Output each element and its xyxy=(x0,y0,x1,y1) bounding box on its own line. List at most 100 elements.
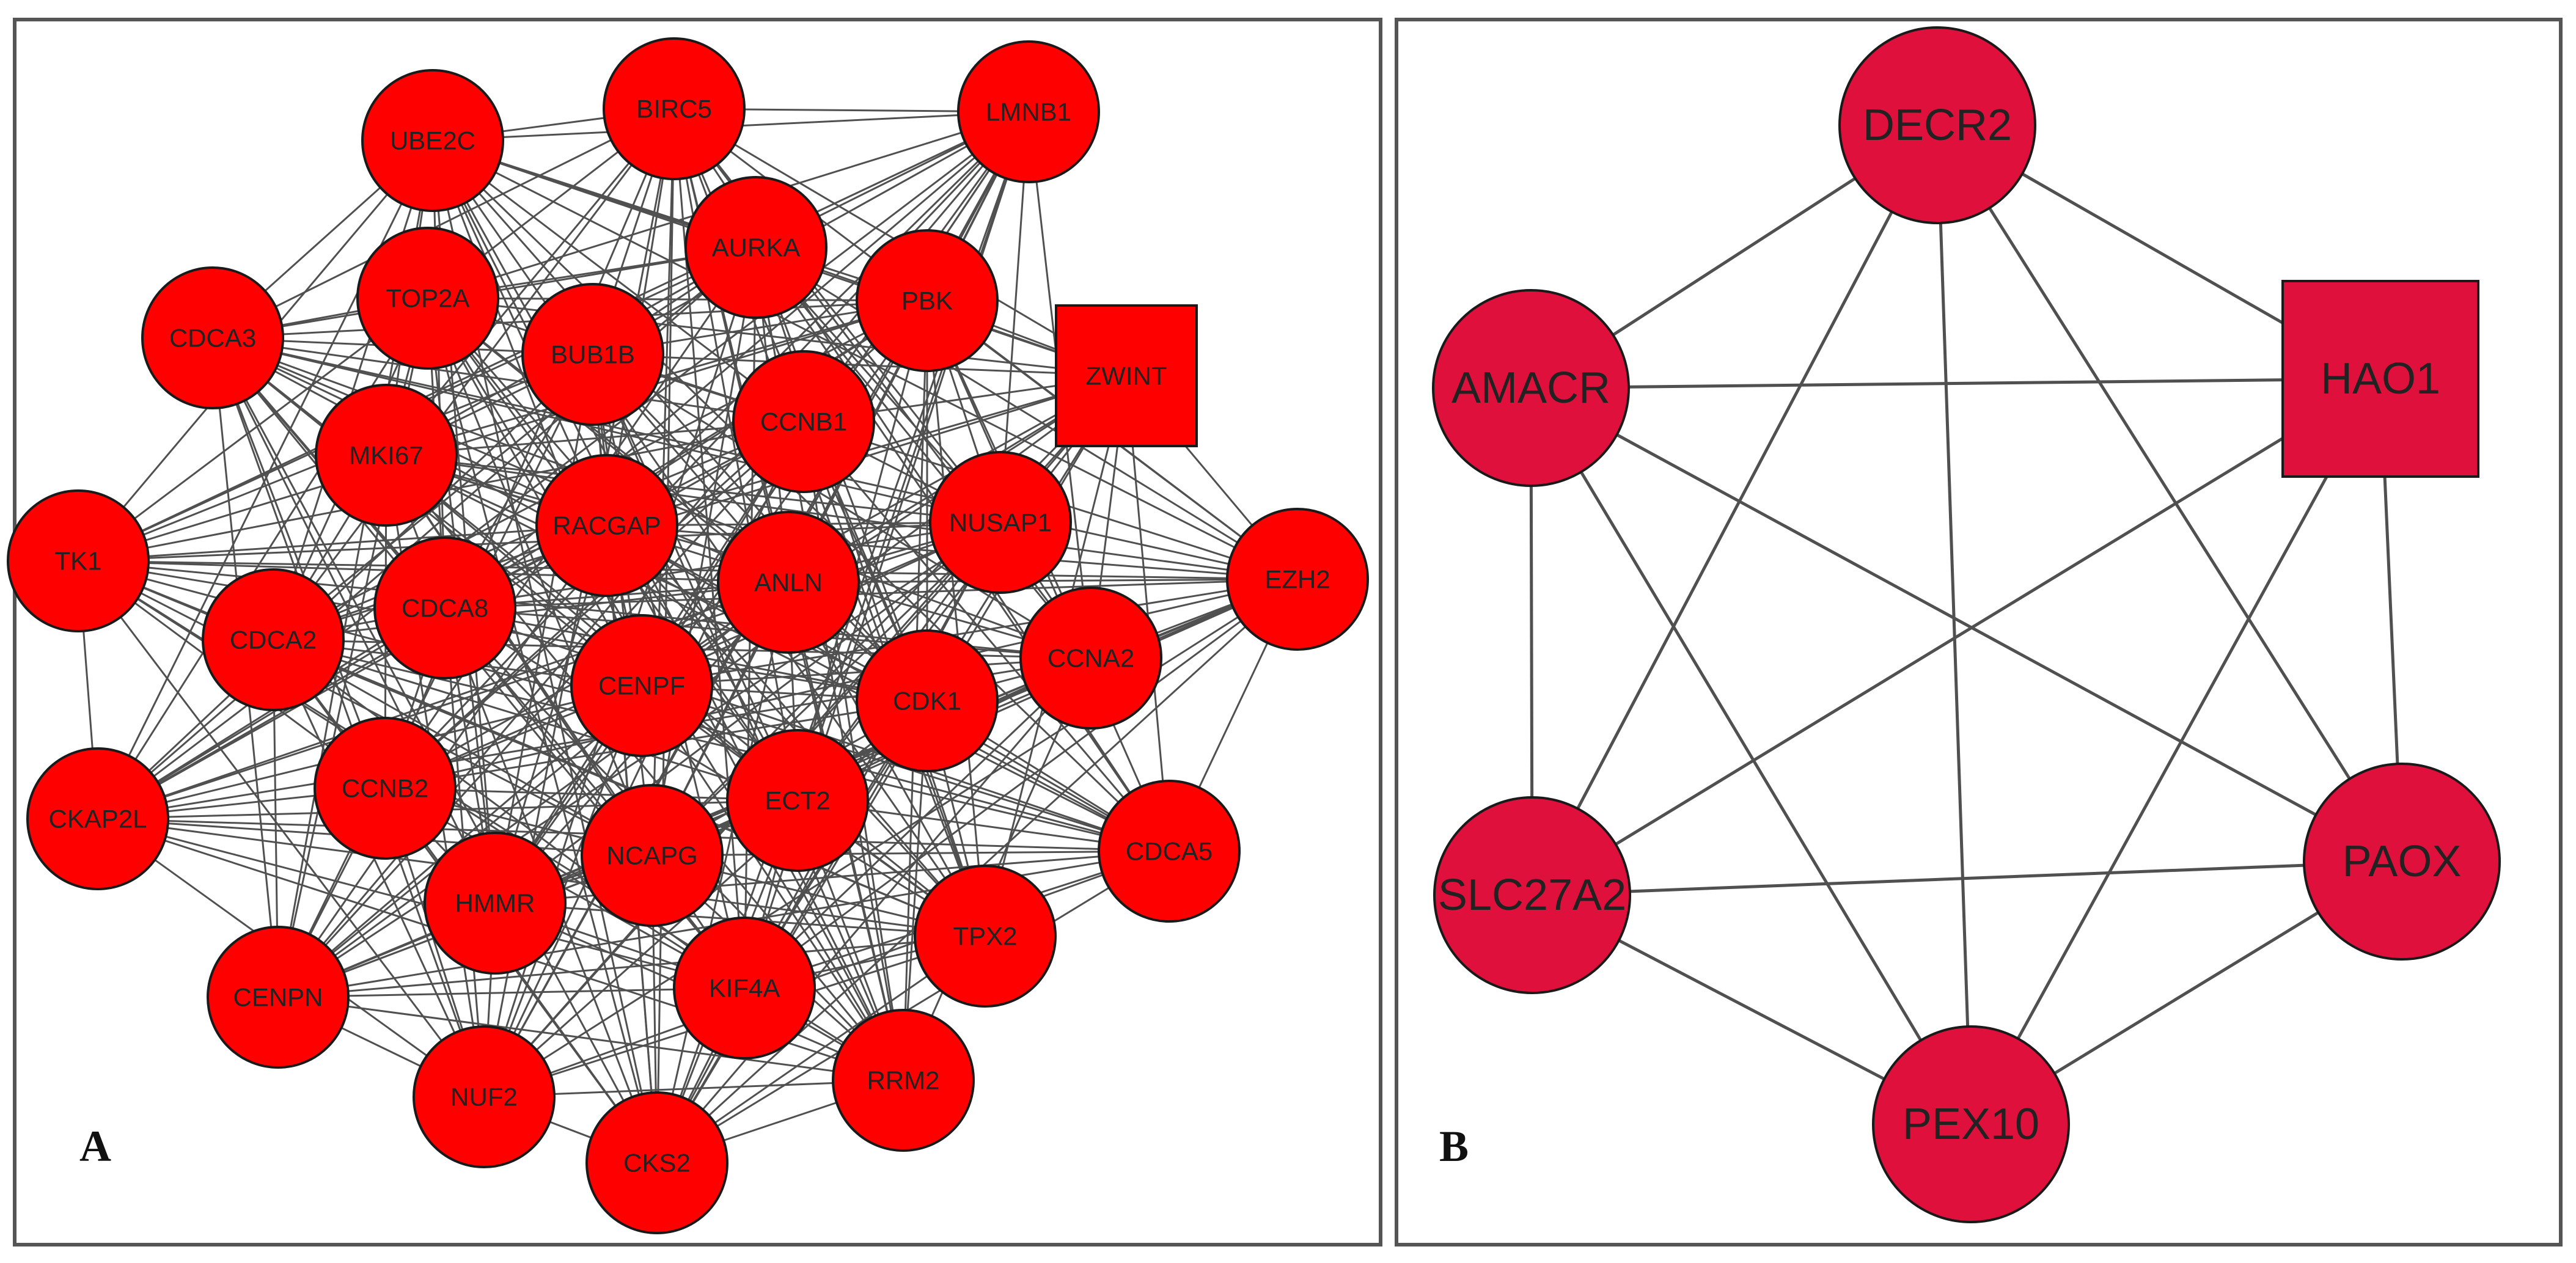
node-label: CDCA8 xyxy=(402,594,488,623)
edge xyxy=(444,607,1170,852)
edge xyxy=(444,607,986,937)
node-label: TOP2A xyxy=(386,284,470,313)
edge xyxy=(277,935,986,998)
edge xyxy=(744,578,1298,989)
node-label: BIRC5 xyxy=(636,95,712,123)
edge xyxy=(386,454,1298,580)
edge-amacr-pex10 xyxy=(1529,387,1973,1126)
edge xyxy=(656,700,928,1163)
node-cks2: CKS2 xyxy=(585,1091,728,1234)
edge xyxy=(651,850,1170,857)
edge xyxy=(386,454,1001,524)
node-ube2c: UBE2C xyxy=(361,69,504,212)
panel-a-letter: A xyxy=(79,1122,111,1171)
edge xyxy=(273,639,745,989)
node-ncapg: NCAPG xyxy=(581,784,724,927)
node-tpx2: TPX2 xyxy=(914,865,1057,1008)
node-square-shape xyxy=(1055,304,1198,447)
node-label: NUSAP1 xyxy=(949,508,1052,537)
node-top2a: TOP2A xyxy=(356,227,499,370)
node-circle-shape xyxy=(521,283,664,426)
node-circle-shape xyxy=(603,37,746,180)
node-circle-shape xyxy=(732,350,875,493)
edge xyxy=(641,375,1127,687)
node-cdca2: CDCA2 xyxy=(202,568,345,711)
edge xyxy=(431,139,1170,852)
edge xyxy=(78,524,607,562)
node-tk1: TK1 xyxy=(7,489,150,632)
node-circle-shape xyxy=(1838,26,2036,224)
node-label: CENPF xyxy=(598,672,685,700)
edge xyxy=(78,560,1298,580)
node-anln: ANLN xyxy=(717,511,860,654)
node-cdca3: CDCA3 xyxy=(141,266,284,409)
node-ccna2: CCNA2 xyxy=(1019,587,1162,730)
node-hmmr: HMMR xyxy=(424,832,567,975)
node-cenpf: CENPF xyxy=(570,614,713,757)
node-circle-shape xyxy=(856,629,999,772)
edge xyxy=(272,140,434,640)
edge xyxy=(592,353,1127,377)
node-label: PEX10 xyxy=(1903,1100,2039,1149)
node-label: BUB1B xyxy=(551,340,635,369)
edge xyxy=(273,639,798,802)
node-kif4a: KIF4A xyxy=(673,917,816,1060)
node-label: DECR2 xyxy=(1863,101,2012,150)
edge-decr2-pex10 xyxy=(1936,125,1973,1125)
edge xyxy=(494,354,594,904)
node-birc5: BIRC5 xyxy=(603,37,746,180)
edge-slc27a2-paox xyxy=(1532,860,2402,897)
node-circle-shape xyxy=(832,1009,975,1152)
node-circle-shape xyxy=(856,229,999,372)
edge-decr2-paox xyxy=(1936,124,2404,863)
edge xyxy=(432,139,928,302)
node-label: LMNB1 xyxy=(986,98,1071,126)
edge xyxy=(743,657,1092,989)
node-label: CENPN xyxy=(233,983,323,1012)
edge xyxy=(431,140,986,937)
node-circle-shape xyxy=(315,384,458,527)
node-label: CDCA3 xyxy=(169,324,256,353)
node-mki67: MKI67 xyxy=(315,384,458,527)
node-circle-shape xyxy=(726,729,869,872)
node-label: AURKA xyxy=(712,233,801,262)
node-label: CCNA2 xyxy=(1048,644,1134,673)
node-ccnb1: CCNB1 xyxy=(732,350,875,493)
node-circle-shape xyxy=(1872,1025,2070,1223)
node-label: AMACR xyxy=(1451,364,1610,412)
edge xyxy=(802,421,1170,852)
node-circle-shape xyxy=(26,747,169,890)
node-circle-shape xyxy=(673,917,816,1060)
node-label: UBE2C xyxy=(390,126,475,155)
node-hao1: HAO1 xyxy=(2281,280,2479,478)
node-label: EZH2 xyxy=(1264,565,1330,594)
node-circle-shape xyxy=(202,568,345,711)
edge xyxy=(431,140,446,609)
node-circle-shape xyxy=(207,926,350,1069)
edge xyxy=(640,685,905,1081)
edge xyxy=(212,337,1001,524)
edge xyxy=(483,850,1170,1098)
node-circle-shape xyxy=(2303,763,2501,961)
edge xyxy=(651,247,757,856)
node-circle-shape xyxy=(570,614,713,757)
node-label: RRM2 xyxy=(867,1066,939,1095)
node-amacr: AMACR xyxy=(1432,289,1630,487)
node-circle-shape xyxy=(717,511,860,654)
edge xyxy=(273,581,789,641)
edge xyxy=(656,850,1170,1164)
node-label: KIF4A xyxy=(709,974,780,1003)
edge-amacr-hao1 xyxy=(1530,377,2381,390)
node-circle-shape xyxy=(581,784,724,927)
panel-a-frame xyxy=(13,18,1382,1247)
node-circle-shape xyxy=(356,227,499,370)
node-label: CCNB1 xyxy=(760,408,847,436)
edge xyxy=(277,521,1001,998)
edge-decr2-slc27a2 xyxy=(1530,124,1939,896)
node-aurka: AURKA xyxy=(684,176,827,319)
node-label: SLC27A2 xyxy=(1438,871,1626,920)
node-square-shape xyxy=(2281,280,2479,478)
